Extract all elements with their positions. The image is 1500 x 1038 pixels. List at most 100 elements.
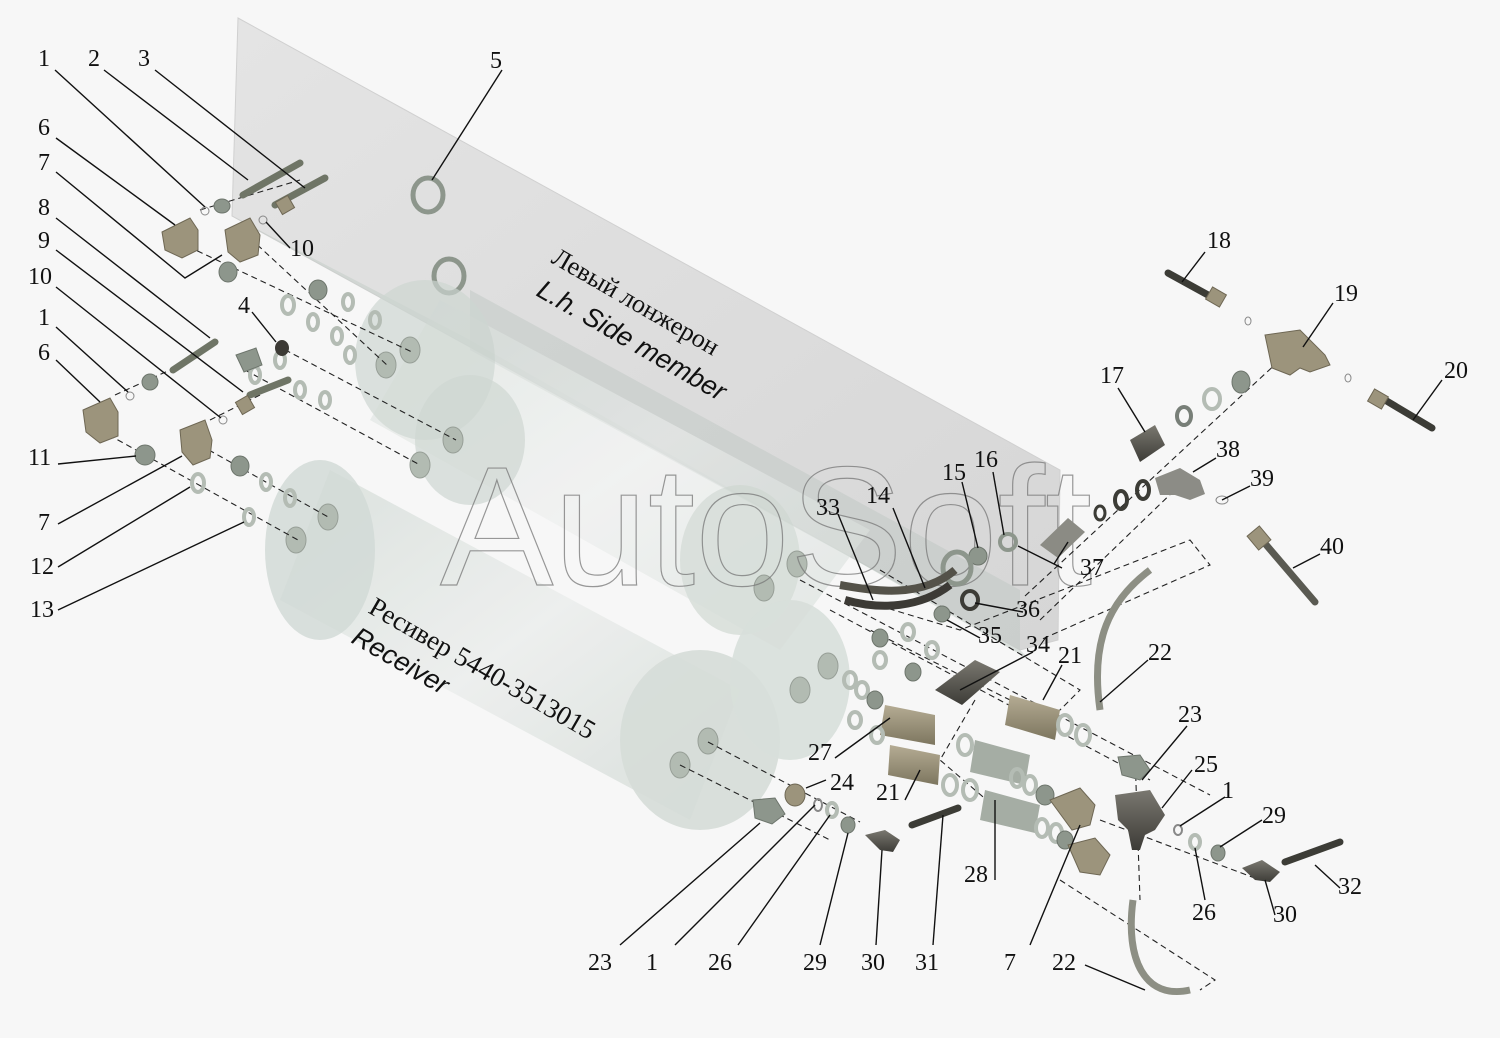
grommet-14 (940, 549, 974, 587)
pipe-9 (246, 376, 292, 399)
callout-22: 22 (1052, 950, 1076, 976)
callout-35: 35 (978, 623, 1002, 649)
o-ring-10a (258, 215, 268, 225)
callout-17: 17 (1100, 363, 1124, 389)
callout-3: 3 (138, 46, 150, 72)
nut-top-a (218, 261, 238, 283)
pipe-2 (239, 159, 304, 199)
callout-18: 18 (1207, 228, 1231, 254)
callout-16: 16 (974, 447, 998, 473)
callout-23: 23 (1178, 702, 1202, 728)
sleeve-28b (980, 790, 1040, 833)
callout-1: 1 (646, 950, 658, 976)
sleeve-21b (888, 745, 940, 785)
pipe-18 (1164, 269, 1212, 299)
callout-32: 32 (1338, 874, 1362, 900)
sleeve-28a (970, 740, 1030, 785)
pipe-31 (908, 804, 962, 829)
callout-24: 24 (830, 770, 854, 796)
callout-1: 1 (1222, 778, 1234, 804)
tee-7d (1067, 837, 1111, 876)
hose-33 (843, 581, 953, 610)
nut-2 (213, 198, 231, 214)
tee-19 (1264, 329, 1331, 376)
elbow-30b (1242, 860, 1280, 882)
tee-7a (224, 217, 261, 263)
callout-37: 37 (1080, 555, 1104, 581)
callout-13: 13 (30, 597, 54, 623)
receiver-tanks (265, 280, 870, 830)
callout-29: 29 (803, 950, 827, 976)
elbow-30a (865, 830, 900, 852)
callout-38: 38 (1216, 437, 1240, 463)
callout-36: 36 (1016, 597, 1040, 623)
washer-13 (242, 507, 256, 527)
callout-10: 10 (290, 236, 314, 262)
callout-20: 20 (1444, 358, 1468, 384)
grommet-5-upper (410, 175, 446, 215)
callouts: 1 2 3 5 6 7 8 9 10 10 4 1 6 11 7 12 13 1… (28, 46, 1468, 976)
elbow-6b (82, 397, 119, 444)
callout-33: 33 (816, 495, 840, 521)
callout-1: 1 (38, 305, 50, 331)
callout-25: 25 (1194, 752, 1218, 778)
callout-2: 2 (88, 46, 100, 72)
pipe-8 (169, 338, 219, 374)
callout-31: 31 (915, 950, 939, 976)
adapter-17 (1130, 425, 1165, 462)
tee-7c (1049, 787, 1096, 831)
plug-24 (784, 783, 806, 807)
callout-22: 22 (1148, 640, 1172, 666)
callout-7: 7 (1004, 950, 1016, 976)
nut-11 (134, 444, 156, 466)
callout-40: 40 (1320, 534, 1344, 560)
tee-25 (1115, 790, 1165, 850)
callout-7: 7 (38, 510, 50, 536)
sensor-23b (752, 797, 786, 825)
valve-34 (935, 660, 1000, 705)
callout-8: 8 (38, 195, 50, 221)
pipe-20 (1381, 396, 1436, 432)
callout-30: 30 (1273, 902, 1297, 928)
callout-34: 34 (1026, 632, 1050, 658)
tee-7b (179, 419, 213, 466)
adapter-37 (1040, 518, 1085, 558)
callout-6: 6 (38, 115, 50, 141)
washer-16 (998, 532, 1018, 552)
callout-26: 26 (1192, 900, 1216, 926)
callout-4: 4 (238, 293, 250, 319)
hose-22a (1093, 567, 1153, 711)
callout-9: 9 (38, 228, 50, 254)
callout-5: 5 (490, 48, 502, 74)
elbow-6a (161, 217, 199, 259)
callout-29: 29 (1262, 803, 1286, 829)
callout-28: 28 (964, 862, 988, 888)
callout-7: 7 (38, 150, 50, 176)
parts (82, 159, 1436, 995)
callout-10: 10 (28, 264, 52, 290)
callout-39: 39 (1250, 466, 1274, 492)
callout-21: 21 (1058, 643, 1082, 669)
valve-near-4 (235, 347, 263, 373)
seal-36 (960, 589, 980, 611)
watermark: AutoSoft (440, 432, 1092, 622)
callout-11: 11 (28, 445, 51, 471)
callout-6: 6 (38, 340, 50, 366)
callout-21: 21 (876, 780, 900, 806)
leader-lines (54, 69, 1443, 991)
sleeve-27 (880, 705, 935, 745)
sleeve-21a (1005, 695, 1060, 740)
callout-27: 27 (808, 740, 832, 766)
pipe-40 (1258, 536, 1319, 606)
callout-23: 23 (588, 950, 612, 976)
washer-12 (190, 472, 206, 494)
elbow-38 (1155, 468, 1205, 500)
callout-1: 1 (38, 46, 50, 72)
plug-4 (275, 340, 289, 356)
callout-15: 15 (942, 460, 966, 486)
pipe-32 (1281, 838, 1344, 866)
nut-3 (274, 194, 296, 216)
callout-26: 26 (708, 950, 732, 976)
callout-19: 19 (1334, 281, 1358, 307)
